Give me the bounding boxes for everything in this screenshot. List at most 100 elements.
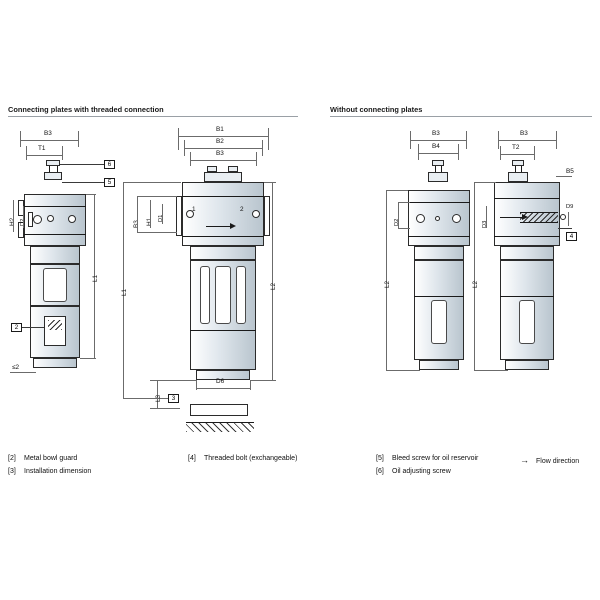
b3c-ext-left [190, 152, 191, 166]
ra-sight-slot [431, 300, 447, 344]
flow-direction-arrow [230, 223, 236, 229]
ra-collar [414, 246, 464, 260]
h1-dim-line [150, 200, 151, 228]
center-valve-body [182, 182, 264, 246]
left-bowl-base [33, 358, 77, 368]
legend-item-6: [6] Oil adjusting screw [376, 468, 451, 475]
ra-bore-2 [452, 214, 461, 223]
rb-d9-dim-line [568, 212, 569, 226]
legend-key-2: [2] [8, 455, 16, 462]
l2-ext-top [264, 182, 276, 183]
rb-screw-stem-1 [515, 166, 516, 172]
t1-dim-line [26, 155, 62, 156]
center-ext-top [137, 196, 177, 197]
callout-3: 3 [168, 394, 179, 403]
legend-item-2: [2]Metal bowl guard [8, 455, 77, 462]
dim-label-rb-d9: D9 [566, 204, 574, 210]
left-l1-ext-bottom [80, 358, 96, 359]
left-sight-slot [43, 268, 67, 302]
center-screw-head-b [228, 166, 238, 172]
center-body-line-2 [182, 236, 264, 237]
l2-ext-bottom [250, 380, 276, 381]
legend-row: [3] Installation dimension [6] Oil adjusti… [8, 468, 592, 481]
callout-4: 4 [566, 232, 577, 241]
left-screw-head [46, 160, 60, 166]
rb-screw-stem-2 [521, 166, 522, 172]
l1-dim-line [123, 182, 124, 398]
ra-b4-ext-right [458, 144, 459, 160]
d2-dim-line [23, 206, 24, 228]
legend-item-flow: →Flow direction [520, 455, 579, 465]
legend-text-6: Oil adjusting screw [392, 468, 451, 475]
flow-arrow-icon: → [520, 455, 529, 465]
d6-dim-line [196, 388, 250, 389]
dim-label-ra-b4: B4 [432, 143, 440, 150]
left-screw-stem-1 [49, 166, 50, 172]
center-ext-bottom [137, 232, 177, 233]
l2-dim-line [272, 182, 273, 380]
ra-body-line-1 [408, 202, 470, 203]
rb-thread-hatch [520, 212, 558, 222]
rb-sight-slot [519, 300, 535, 344]
rb-d3-dim-line [486, 206, 487, 228]
rb-flow-arrow [522, 214, 528, 220]
center-collar [190, 246, 256, 260]
left-side-plate [28, 212, 33, 227]
left-screw-stem-2 [57, 166, 58, 172]
legend-key-6: [6] [376, 468, 384, 475]
center-bore-left [186, 210, 194, 218]
port-label-inlet: 1 [192, 206, 196, 213]
mounting-bracket [190, 404, 248, 416]
center-right-plate [264, 196, 270, 236]
h2-dim-line [13, 200, 14, 232]
legend-text-3: Installation dimension [24, 468, 92, 475]
left-body-line-2 [24, 234, 86, 235]
legend-text-4: Threaded bolt (exchangeable) [204, 455, 298, 462]
dim-label-rb-t2: T2 [512, 144, 520, 151]
rb-b3-ext-right [556, 131, 557, 149]
center-slot-mid [215, 266, 231, 324]
ra-d2-dim-line [398, 202, 399, 228]
d6-ext-right [250, 380, 251, 390]
dim-label-rb-b3: B3 [520, 130, 528, 137]
section-rule-right [330, 116, 592, 117]
callout-6: 6 [104, 160, 115, 169]
ra-bore-1 [416, 214, 425, 223]
b3c-ext-right [256, 152, 257, 166]
l3-dim-line [157, 380, 158, 408]
legend-key-4: [4] [188, 455, 196, 462]
rb-t2-ext-right [534, 146, 535, 160]
section-title-right: Without connecting plates [330, 105, 423, 114]
ra-bore-center [435, 216, 440, 221]
dim-label-ra-b3: B3 [432, 130, 440, 137]
callout-2-leader [22, 327, 44, 328]
b2-dim-line [184, 148, 262, 149]
port-label-outlet: 2 [240, 206, 244, 213]
ra-l2-ext-top [386, 190, 408, 191]
center-body-line-1 [182, 196, 264, 197]
l3-ext-top [150, 380, 196, 381]
b1-ext-right [268, 128, 269, 150]
b1-ext-left [178, 128, 179, 150]
rb-l2-ext-bottom [474, 370, 508, 371]
legend-key-5: [5] [376, 455, 384, 462]
rb-collar [500, 246, 554, 260]
center-bonnet [204, 172, 242, 182]
left-bore-3 [68, 215, 76, 223]
dim-label-le2: ≤2 [12, 364, 20, 371]
left-l1-dim-line [94, 194, 95, 358]
center-slot-right [236, 266, 246, 324]
callout-4-leader [558, 228, 572, 229]
rb-b5-dim-line [556, 176, 572, 177]
floor-line [186, 422, 254, 423]
l1-ext-bottom [123, 398, 173, 399]
b3-ext-right [78, 131, 79, 147]
center-left-plate [176, 196, 182, 236]
left-port-block-b [18, 222, 24, 238]
legend-key-3: [3] [8, 468, 16, 475]
dim-label-b1: B1 [216, 126, 224, 133]
legend-item-5: [5]Bleed screw for oil reservoir [376, 455, 478, 462]
rb-bonnet [508, 172, 528, 182]
rb-b3-dim-line [498, 140, 556, 141]
dim-label-d6: D6 [216, 378, 225, 385]
